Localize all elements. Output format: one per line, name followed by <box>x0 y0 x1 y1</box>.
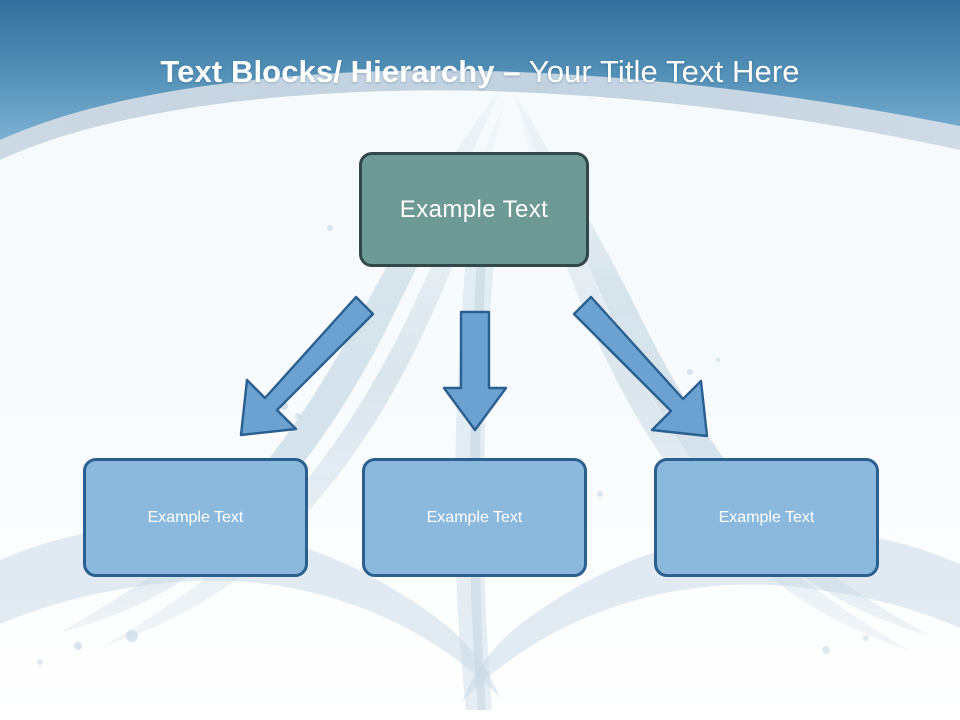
hierarchy-child-node-2-label: Example Text <box>426 508 523 526</box>
hierarchy-top-node[interactable]: Example Text <box>359 152 589 267</box>
page-title: Text Blocks/ Hierarchy – Your Title Text… <box>0 52 960 92</box>
hierarchy-top-node-label: Example Text <box>399 195 549 223</box>
title-regular-part: Your Title Text Here <box>520 54 800 89</box>
hierarchy-child-node-2[interactable]: Example Text <box>362 458 587 577</box>
title-bold-part: Text Blocks/ Hierarchy – <box>160 54 521 89</box>
hierarchy-child-node-3[interactable]: Example Text <box>654 458 879 577</box>
hierarchy-child-node-1-label: Example Text <box>147 508 244 526</box>
hierarchy-child-node-3-label: Example Text <box>718 508 815 526</box>
hierarchy-child-node-1[interactable]: Example Text <box>83 458 308 577</box>
header-banner <box>0 0 960 160</box>
